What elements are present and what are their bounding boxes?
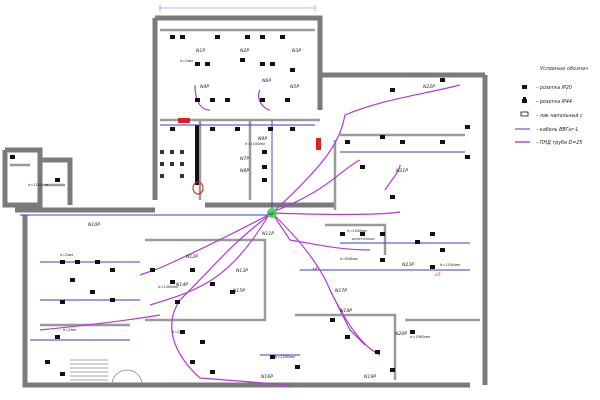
group-label: N8Р [240, 168, 249, 174]
wall-segment [22, 215, 470, 388]
red-door [178, 118, 190, 123]
partition [195, 125, 199, 185]
legend-item: – лак напольный с [536, 113, 583, 119]
group-label: N4Р [200, 84, 209, 90]
wall-segment [325, 223, 387, 255]
wall-segment [295, 313, 397, 380]
group-label: N20Р [395, 331, 407, 337]
height-note: h=1100мм [28, 183, 48, 187]
socket-ip20-icon [522, 85, 527, 89]
stairs [70, 359, 108, 381]
group-label: N7Р [240, 156, 249, 162]
group-label: N18Р [340, 308, 352, 314]
height-note: h=1100мм [440, 263, 460, 267]
legend-item: – розетка IP20 [536, 85, 572, 91]
group-label: N11Р [262, 231, 274, 237]
height-note: h=600мм [340, 257, 358, 261]
group-labels: N1Р N2Р N3Р N4Р N5Р N6Р N7Р N8Р N9Р N10Р… [88, 48, 435, 380]
panel-label: ЩР [268, 212, 275, 216]
group-label: N1Р [196, 48, 205, 54]
legend: Условные обознач – розетка IP20 – розетк… [515, 66, 588, 146]
group-label: N14Р [176, 282, 188, 288]
room-note: розеточный [351, 237, 375, 241]
group-label: N16Р [261, 374, 273, 380]
height-note: h=2мм [63, 328, 76, 332]
round-fixture [192, 181, 204, 195]
group-label: N17Р [335, 288, 347, 294]
legend-title: Условные обознач [540, 66, 588, 72]
tray-icon [520, 111, 529, 117]
socket-ip44-icon-cap [523, 97, 526, 99]
wall-segment [155, 15, 323, 110]
height-notes: h=2мм h=2мм h=1100мм h=1100мм h=1400мм h… [28, 59, 460, 359]
group-label: N3Р [292, 48, 301, 54]
cable-runs [20, 120, 470, 356]
legend-item: – кабель ВВГнг-L [536, 127, 579, 133]
wall-segment [145, 238, 267, 322]
group-label: N21Р [396, 168, 408, 174]
height-note: h=2200мм [275, 355, 295, 359]
socket-symbols [10, 35, 470, 376]
red-door [316, 138, 321, 150]
wall-segment [2, 147, 43, 208]
group-label: N13Р [236, 268, 248, 274]
height-note: h=1100мм [245, 142, 265, 146]
group-label: N23Р [402, 262, 414, 268]
height-note: h=1900мм [410, 335, 430, 339]
walls [2, 15, 488, 388]
wall-segment [40, 157, 73, 205]
entrance-door [111, 369, 143, 386]
door-marks [178, 118, 321, 150]
height-note: h=1400мм [158, 285, 178, 289]
height-note: h=2мм [172, 330, 185, 334]
group-label: N2Р [240, 48, 249, 54]
group-label: N10Р [88, 222, 100, 228]
group-label: N19Р [364, 374, 376, 380]
group-label: N22Р [423, 84, 435, 90]
height-note: h=2мм [60, 253, 73, 257]
dimension-line [159, 5, 316, 11]
socket-ip44-icon [522, 99, 527, 103]
legend-item: – розетка IP44 [536, 99, 572, 105]
group-label: N12Р [186, 254, 198, 260]
group-label: N9Р [258, 136, 267, 142]
red-note: x4 [311, 266, 318, 272]
electrical-panel: ЩР [267, 208, 277, 218]
group-label: N15Р [233, 288, 245, 294]
fixtures-grid [160, 150, 184, 178]
height-note: h=2мм [180, 59, 193, 63]
group-label: N6Р [262, 78, 271, 84]
pipe-runs [39, 84, 461, 386]
height-note: h=1500мм [347, 229, 367, 233]
legend-item: – ПНД труба D=25 [536, 140, 582, 146]
group-label: N5Р [290, 84, 299, 90]
red-note: x5 [434, 272, 441, 278]
